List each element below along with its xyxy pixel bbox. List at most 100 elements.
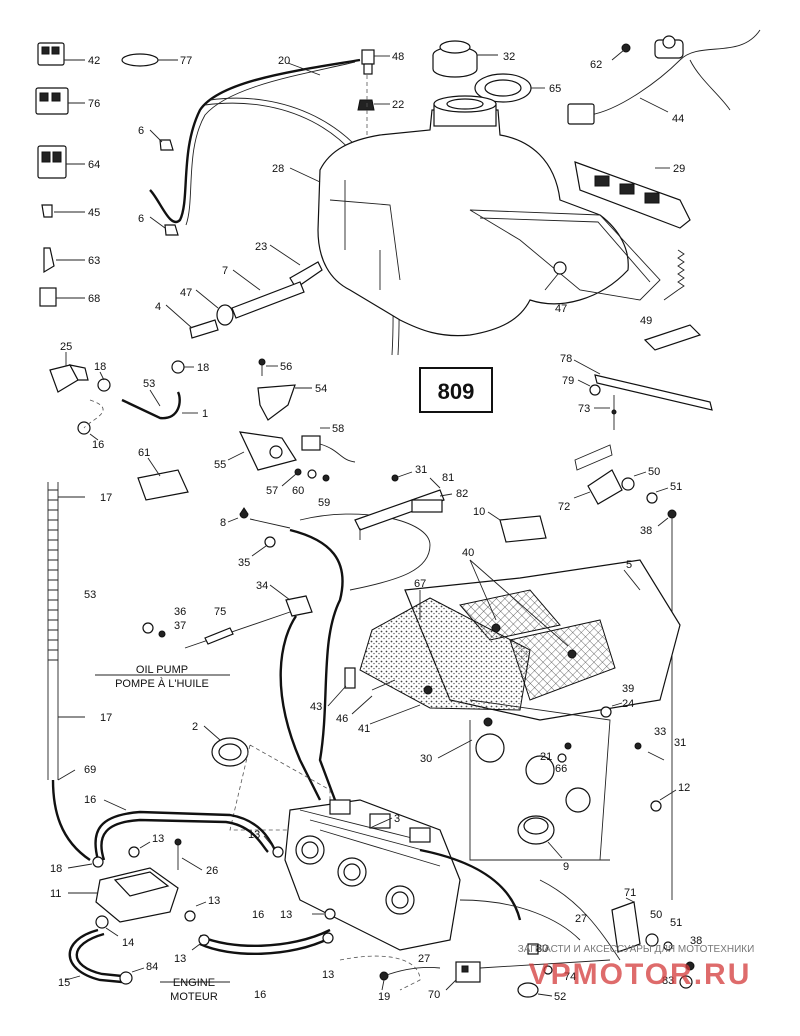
part-label: 40 [462,547,474,559]
part-label: 44 [672,113,684,125]
part-label: 71 [624,887,636,899]
part-label: 49 [640,315,652,327]
decal-10 [499,515,547,543]
bushing-79 [589,384,601,396]
oil-pump-label-fr: POMPE À L'HUILE [115,677,209,690]
part-label: 75 [214,606,226,618]
part-label: 52 [554,991,566,1003]
adaptor-9 [517,815,555,845]
grommet-52 [517,982,539,998]
strap-77 [121,53,178,67]
part-label: 4 [155,301,161,313]
clamp-13-f [322,932,334,944]
hose-16-upper [94,810,277,861]
bracket-54 [257,384,296,421]
clamp-18-pump [92,856,104,868]
part-label: 80 [536,943,548,955]
screw-31-upper [391,471,413,482]
bracket-72 [574,444,623,505]
watermark-caption: ЗАПЧАСТИ И АКСЕССУАРЫ ДЛЯ МОТОТЕХНИКИ [518,944,755,955]
clip-74 [543,965,553,975]
bolt-38-upper [667,509,677,519]
clamp-13-d [324,908,336,920]
part-label: 18 [197,362,209,374]
cable-block-34 [285,595,313,617]
part-label: 25 [60,341,72,353]
bolt-38-lower [685,961,695,971]
part-label: 13 [248,829,260,841]
part-label: 6 [138,125,144,137]
part-label: 9 [563,861,569,873]
grommet-47 [216,304,234,326]
part-label: 28 [272,163,284,175]
clamp-18-mid [171,360,185,374]
oil-sensor-55 [238,431,297,471]
part-label: 13 [322,969,334,981]
part-label: 45 [88,207,100,219]
engine-label-fr: MOTEUR [170,991,218,1003]
part-label: 63 [88,255,100,267]
part-label: 20 [278,55,290,67]
part-label: 34 [256,580,268,592]
bracket-43 [344,667,356,689]
part-label: 13 [280,909,292,921]
cable-75 [184,611,291,649]
screw-46 [371,679,396,691]
clip-45 [41,204,85,218]
part-label: 1 [202,408,208,420]
part-label: 17 [100,712,112,724]
part-label: 37 [174,620,186,632]
part-label: 18 [94,361,106,373]
diagram-number-badge: 809 [419,367,493,413]
bracket-81 [354,489,445,540]
sender-44 [567,103,595,125]
part-label: 74 [564,971,576,983]
part-label: 10 [473,506,485,518]
part-label: 21 [540,751,552,763]
terminal-63 [43,247,85,274]
drain-8 [239,507,249,519]
part-label: 82 [456,488,468,500]
screw-31-lower [647,751,665,761]
connector-25 [49,364,89,393]
part-label: 14 [122,937,134,949]
part-label: 53 [84,589,96,601]
air-silencer-5 [359,559,681,861]
part-label: 48 [392,51,404,63]
screw-21 [564,742,572,750]
hose-53-short [121,391,181,420]
clamp-2 [211,737,249,767]
decal-61 [137,469,189,501]
tube-7 [231,281,305,319]
lever-78 [594,374,713,411]
part-label: 15 [58,977,70,989]
part-label: 38 [640,525,652,537]
part-label: 66 [555,763,567,775]
part-label: 57 [266,485,278,497]
clip-80 [527,943,539,955]
washer-50-upper [621,477,635,491]
part-label: 76 [88,98,100,110]
connector-64 [37,145,85,179]
clamp-14 [95,915,109,929]
part-label: 83 [662,975,674,987]
part-label: 61 [138,447,150,459]
watermark: ЗАПЧАСТИ И АКСЕССУАРЫ ДЛЯ МОТОТЕХНИКИ VP… [518,944,755,991]
connector-42 [37,42,85,66]
part-label: 47 [180,287,192,299]
part-label: 56 [280,361,292,373]
part-label: 27 [575,913,587,925]
part-label: 6 [138,213,144,225]
part-label: 42 [88,55,100,67]
washer-66 [557,753,567,763]
part-label: 50 [648,466,660,478]
part-label: 5 [626,559,632,571]
clamp-13-c [184,910,196,922]
clamp-18-left [97,378,111,392]
part-label: 17 [100,492,112,504]
part-label: 73 [578,403,590,415]
part-label: 13 [152,833,164,845]
washer-33 [634,742,642,750]
part-label: 16 [92,439,104,451]
screw-56 [258,358,266,376]
